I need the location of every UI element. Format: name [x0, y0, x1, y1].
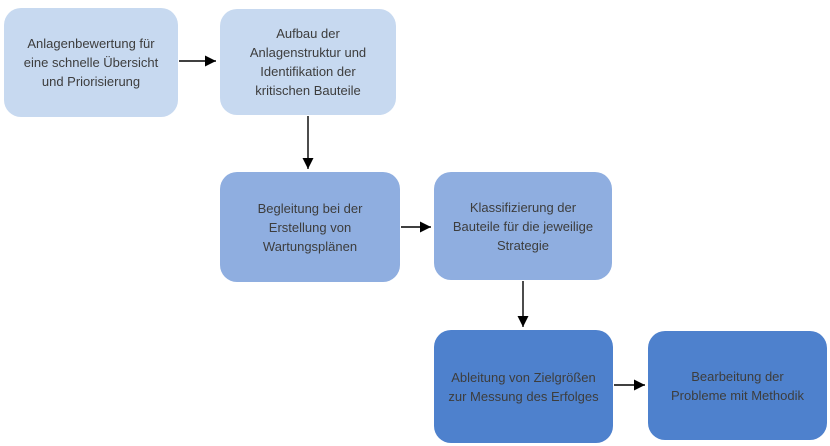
step-label-4: Klassifizierung derBauteile für die jewe…: [452, 199, 594, 253]
step-box-4: Klassifizierung derBauteile für die jewe…: [434, 172, 612, 280]
step-label-6: Bearbeitung derProbleme mit Methodik: [671, 368, 804, 403]
step-box-6: Bearbeitung derProbleme mit Methodik: [648, 331, 827, 440]
step-label-2: Aufbau derAnlagenstruktur undIdentifikat…: [249, 26, 367, 98]
step-box-5: Ableitung von Zielgrößenzur Messung des …: [434, 330, 613, 443]
step-label-5: Ableitung von Zielgrößenzur Messung des …: [448, 369, 599, 404]
step-label-3: Begleitung bei derErstellung vonWartungs…: [257, 200, 363, 254]
step-label-1: Anlagenbewertung füreine schnelle Übersi…: [23, 36, 159, 89]
step-box-3: Begleitung bei derErstellung vonWartungs…: [220, 172, 400, 282]
step-box-1: Anlagenbewertung füreine schnelle Übersi…: [4, 8, 178, 117]
step-box-2: Aufbau derAnlagenstruktur undIdentifikat…: [220, 9, 396, 115]
